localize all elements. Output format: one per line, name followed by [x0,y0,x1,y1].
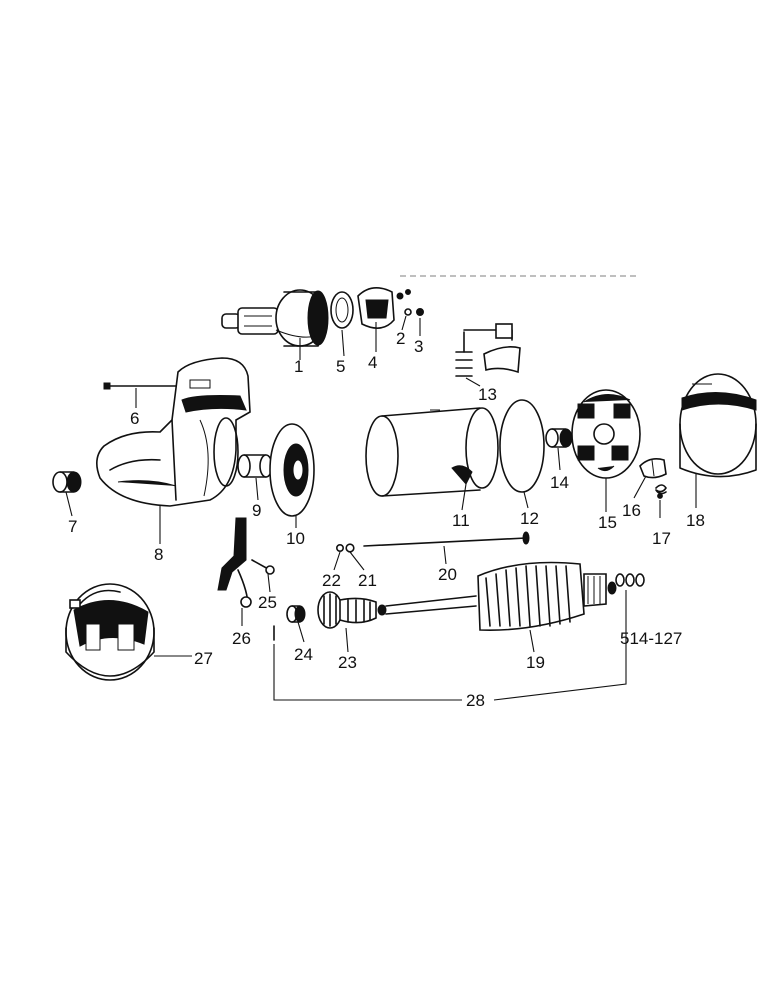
callout-27: 27 [194,649,213,668]
callout-12: 12 [520,509,539,528]
callout-15: 15 [598,513,617,532]
callout-7: 7 [68,517,77,536]
part-field-coil-assembly [65,583,155,681]
part-commutator-bushing [545,428,573,448]
part-brush [639,458,667,479]
part-center-plate [269,423,315,517]
callout-16: 16 [622,501,641,520]
part-gasket [330,291,354,329]
part-solenoid-cover [357,287,411,329]
callout-24: 24 [294,645,313,664]
callout-6: 6 [130,409,139,428]
part-frame-seal-ring [499,399,545,493]
part-nut [404,308,412,316]
part-pivot-pin [251,559,275,575]
part-thrust-washer-set [615,573,645,587]
callout-11: 11 [452,511,470,530]
callout-3: 3 [414,337,423,356]
leader-lines [65,315,697,701]
part-stop-collar [286,605,306,623]
callout-1: 1 [294,357,303,376]
part-frame-bolt [363,531,530,547]
part-lock-washer [335,543,344,552]
callout-20: 20 [438,565,457,584]
callout-18: 18 [686,511,705,530]
part-field-frame [365,407,499,497]
part-brush-spring [655,484,667,499]
callout-14: 14 [550,473,569,492]
part-solenoid [221,289,329,347]
part-flat-washer [345,543,355,553]
callout-17: 17 [652,529,671,548]
callout-5: 5 [336,357,345,376]
part-brush-holder-plate [571,389,641,479]
callout-4: 4 [368,353,377,372]
part-armature [377,561,617,631]
callout-8: 8 [154,545,163,564]
callout-26: 26 [232,629,251,648]
callout-28: 28 [466,691,485,710]
callout-numbers: 1 2 3 4 5 6 7 8 9 10 11 12 13 14 15 16 1… [68,329,705,710]
callout-21: 21 [358,571,377,590]
callout-19: 19 [526,653,545,672]
callout-2: 2 [396,329,405,348]
part-shift-lever [217,517,252,608]
part-cover-band [679,373,757,478]
part-through-bolt [103,382,183,390]
callout-22: 22 [322,571,341,590]
callout-13: 13 [478,385,497,404]
part-drive-end-housing [96,357,251,507]
part-brush-spring-assembly [455,323,521,377]
reference-code: 514-127 [620,629,682,648]
part-washer [416,308,424,316]
callout-25: 25 [258,593,277,612]
part-bushing-center [237,454,273,478]
part-bushing-front [52,471,82,493]
callout-9: 9 [252,501,261,520]
part-drive-pinion [317,591,377,629]
callout-23: 23 [338,653,357,672]
callout-10: 10 [286,529,305,548]
